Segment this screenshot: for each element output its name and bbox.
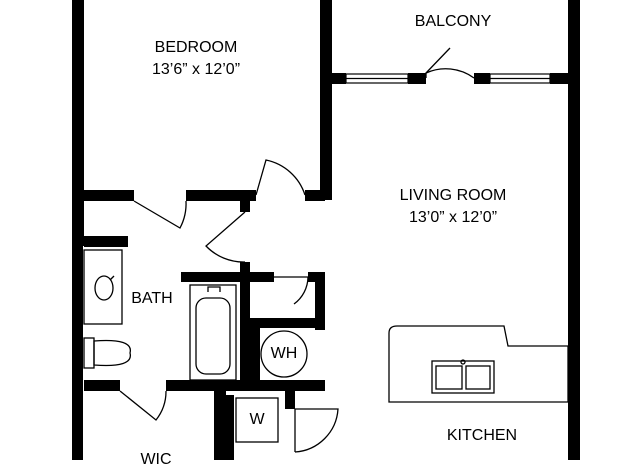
sink-basin-left — [435, 365, 463, 390]
windows — [73, 73, 551, 383]
washer-label: W — [249, 411, 265, 428]
living-room-label: LIVING ROOM 13’0” x 12’0” — [383, 188, 523, 226]
hall-door-swing — [205, 211, 246, 263]
water-heater-label: WH — [270, 345, 298, 362]
toilet-tank — [83, 337, 95, 369]
wall-hall-stub — [240, 200, 250, 212]
wall-laundry-stub — [285, 391, 295, 409]
fixtures — [83, 249, 569, 443]
wall-bedroom-right — [320, 0, 332, 200]
wall-bedroom-bottom-right — [305, 190, 325, 201]
balcony-door-leaf — [425, 47, 451, 74]
wall-balcony-mid-left — [408, 73, 426, 84]
sink-basin-right — [465, 365, 491, 390]
tub-spout-icon — [207, 286, 221, 292]
wall-bath-bottom-mid — [166, 380, 325, 391]
wall-utility-inner-top — [250, 318, 325, 328]
toilet-icon — [93, 339, 131, 367]
laundry-door-swing — [294, 408, 339, 453]
bath-label: BATH — [131, 290, 173, 307]
wall-bedroom-bottom-mid — [186, 190, 256, 201]
wall-left-lower — [72, 236, 83, 460]
bedroom-name: BEDROOM — [154, 39, 238, 56]
wall-bath-top — [181, 272, 250, 282]
left-wall-window — [73, 247, 82, 383]
wic-label: WIC — [140, 451, 172, 468]
bedroom-door-swing — [255, 159, 306, 196]
wic-door-swing — [119, 390, 167, 421]
wall-bedroom-bottom-left — [84, 190, 134, 201]
balcony-door-swing — [425, 68, 475, 79]
kitchen-island — [388, 325, 569, 403]
living-room-size: 13’0” x 12’0” — [408, 209, 498, 226]
kitchen-label: KITCHEN — [446, 427, 518, 444]
wall-right — [568, 0, 580, 460]
walls — [72, 0, 580, 460]
bedroom-size: 13’6” x 12’0” — [151, 61, 241, 78]
wall-closet-top — [84, 236, 128, 247]
sink-icon — [94, 275, 114, 301]
wall-balcony-right — [550, 73, 568, 84]
bathtub-inner — [195, 297, 231, 375]
water-heater-icon — [260, 330, 308, 378]
wall-left-upper — [72, 0, 84, 246]
wall-utility-inner-left — [250, 318, 260, 390]
kitchen-sink — [431, 360, 495, 394]
wall-balcony-mid-right — [474, 73, 490, 84]
living-room-name: LIVING ROOM — [399, 187, 507, 204]
doors — [119, 47, 475, 453]
wall-hall-vertical — [240, 262, 250, 390]
balcony-label: BALCONY — [414, 13, 492, 30]
utility-door-swing — [274, 276, 309, 305]
bedroom-label: BEDROOM 13’6” x 12’0” — [136, 40, 256, 78]
wall-utility-top-left — [250, 272, 274, 282]
sink-faucet-icon — [460, 359, 466, 365]
faucet-icon — [109, 275, 115, 281]
washer-icon — [235, 397, 279, 443]
wall-bath-bottom-left — [84, 380, 120, 391]
bath-door-swing — [133, 200, 187, 229]
wall-washer-left — [222, 395, 234, 460]
wall-utility-right — [315, 272, 325, 330]
bathtub — [189, 284, 237, 381]
vanity — [83, 249, 123, 325]
wall-balcony-left — [332, 73, 346, 84]
